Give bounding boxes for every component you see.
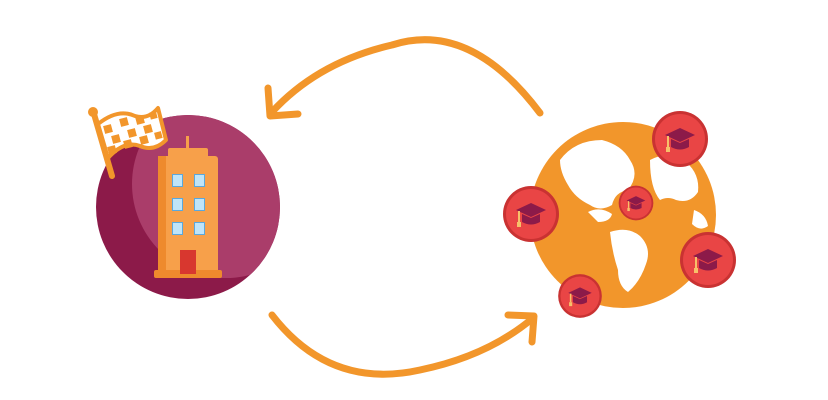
curved-arrow-right-icon [268, 311, 538, 378]
office-building-icon [154, 136, 222, 278]
graduation-cap-icon [618, 185, 654, 221]
curved-arrow-left-icon [264, 36, 544, 120]
globe-land [560, 140, 708, 292]
globe-icon [530, 122, 716, 308]
checkered-flag-icon [88, 106, 168, 179]
building-windows [172, 174, 205, 235]
graduation-cap-icon [558, 274, 602, 318]
building-door [180, 250, 196, 274]
graduation-cap-icon [652, 111, 708, 167]
graduation-cap-icon [503, 186, 559, 242]
graduation-badges [503, 111, 736, 318]
graduation-cap-icon [680, 232, 736, 288]
